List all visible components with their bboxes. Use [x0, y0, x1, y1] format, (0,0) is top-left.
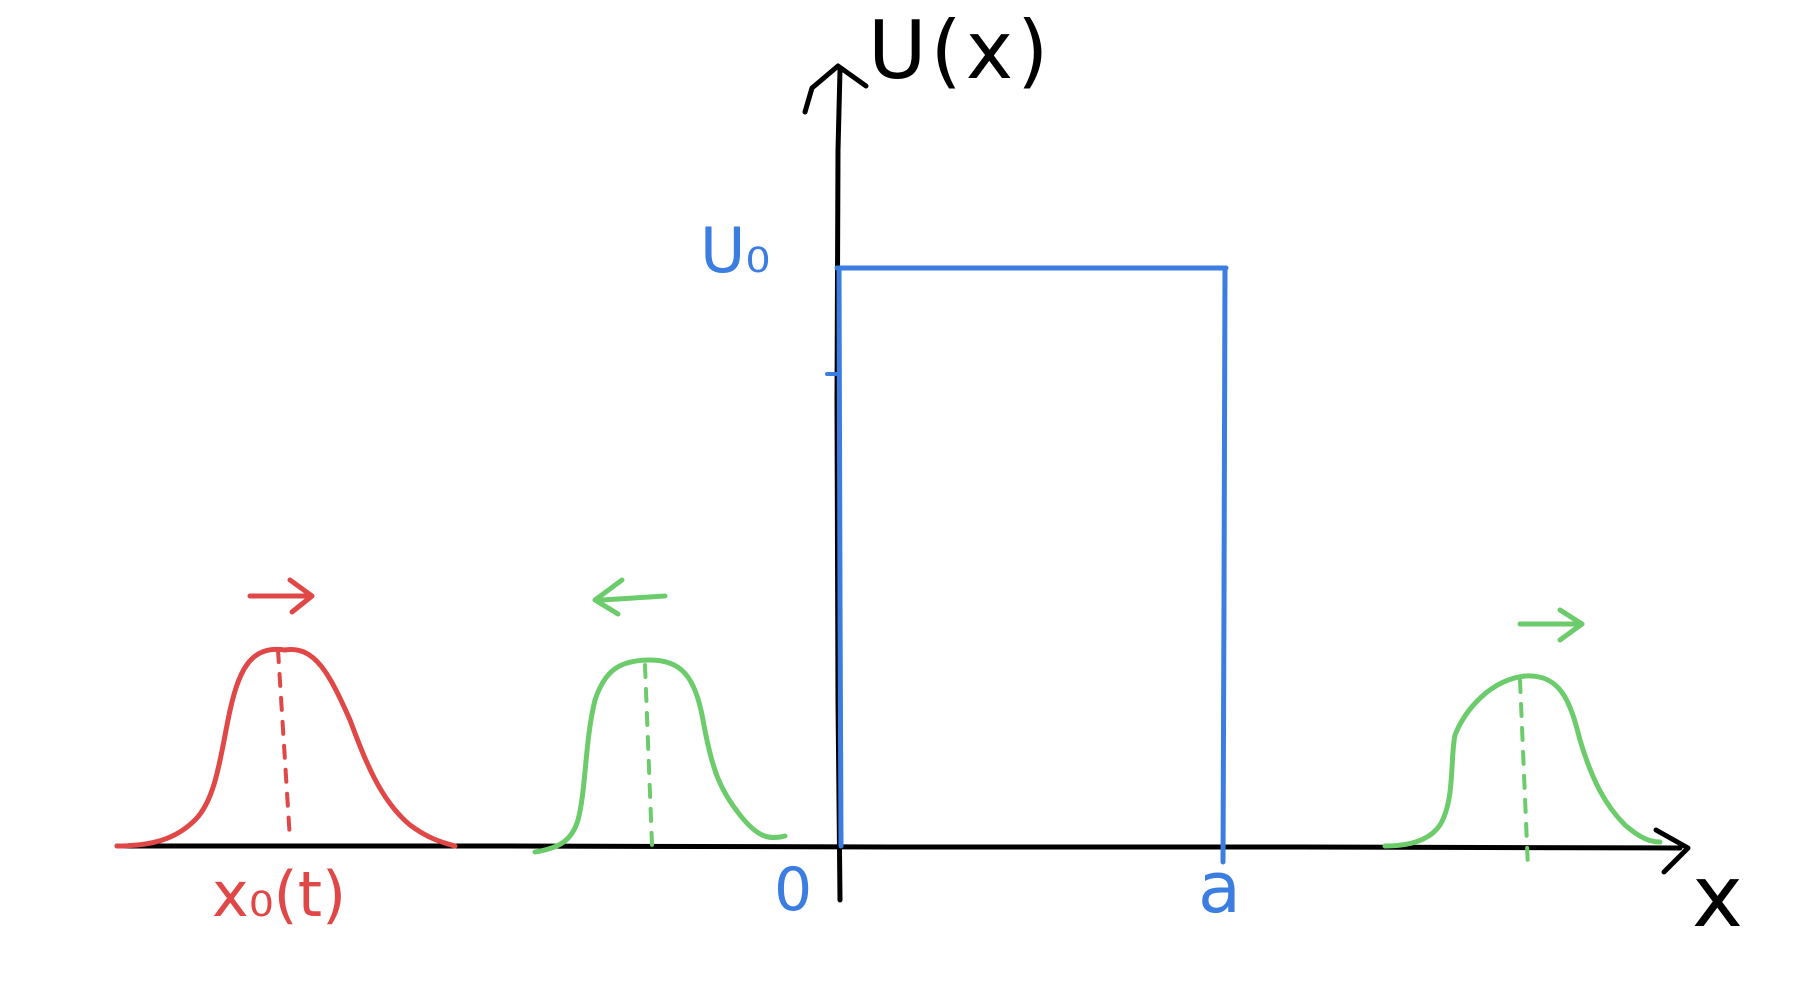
x-axis-arrowhead	[1653, 827, 1691, 875]
barrier-right-edge-label: a	[1198, 847, 1241, 929]
barrier-left-wall	[836, 265, 844, 849]
reflected-wave-packet	[532, 577, 788, 855]
potential-barrier: U₀ 0 a	[700, 214, 1241, 929]
transmitted-packet-center-line	[1518, 678, 1530, 870]
y-axis-arrowhead	[802, 63, 869, 115]
barrier-left-edge-label: 0	[774, 855, 812, 925]
y-axis-label: U(x)	[868, 4, 1052, 97]
reflected-packet-curve	[532, 657, 788, 855]
incident-wave-packet: x₀(t)	[114, 577, 458, 931]
incident-packet-curve	[114, 646, 458, 849]
transmitted-direction-arrow	[1517, 607, 1585, 643]
incident-packet-center-line	[276, 648, 292, 842]
barrier-right-wall	[1220, 265, 1228, 865]
reflected-packet-center-line	[643, 663, 654, 847]
incident-direction-arrow	[247, 577, 315, 615]
y-axis-label-text: U(x)	[868, 4, 1052, 97]
transmitted-wave-packet	[1382, 607, 1663, 870]
transmitted-packet-curve	[1382, 673, 1663, 849]
incident-packet-center-label: x₀(t)	[212, 858, 346, 931]
x-axis-line	[114, 843, 1683, 851]
axes: U(x) x	[114, 4, 1743, 947]
barrier-height-label: U₀	[700, 214, 770, 287]
reflected-direction-arrow	[592, 577, 668, 617]
x-axis-label: x	[1692, 847, 1743, 947]
